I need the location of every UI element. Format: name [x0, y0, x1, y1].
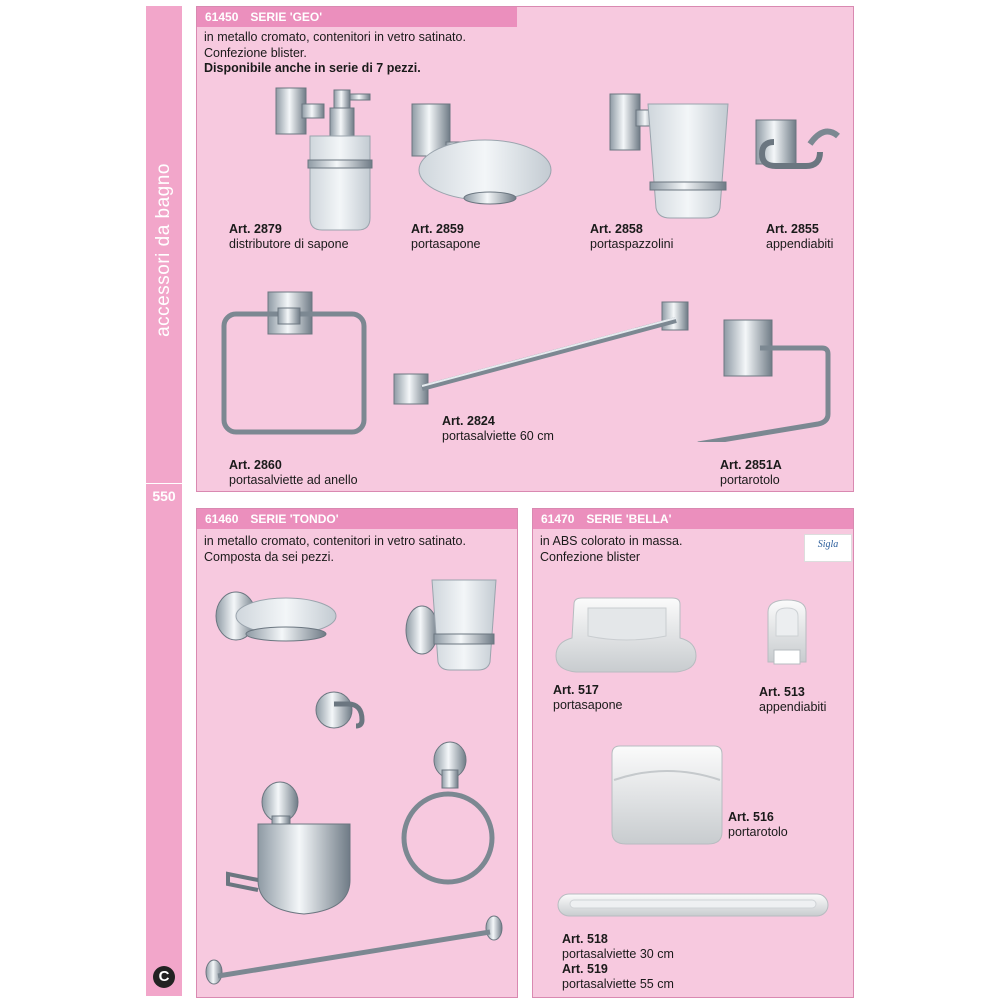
toilet-roll-holder-illustration — [697, 319, 831, 442]
desc-line: Confezione blister — [540, 549, 641, 564]
sidebar-strip — [146, 6, 182, 996]
brand-c-icon: C — [153, 966, 175, 988]
sigla-logo: Sigla — [804, 534, 852, 562]
series-code: 61470 — [541, 512, 575, 526]
panel-geo: 61450 SERIE 'GEO' — [196, 6, 854, 492]
bella-soap-dish-illustration — [555, 597, 697, 673]
towel-bar-illustration — [393, 301, 689, 405]
series-name: SERIE 'GEO' — [250, 10, 323, 24]
panel-header-bella: 61470 SERIE 'BELLA' — [533, 509, 853, 529]
geo-description: in metallo cromato, contenitori in vetro… — [204, 30, 466, 77]
tondo-description: in metallo cromato, contenitori in vetro… — [204, 534, 466, 565]
desc-line: Confezione blister. — [204, 45, 307, 60]
series-code: 61460 — [205, 512, 239, 526]
bella-robe-hook-illustration — [767, 599, 807, 665]
toothbrush-holder-illustration — [609, 93, 729, 219]
round-soap-dish-illustration — [215, 591, 337, 642]
round-towel-ring-illustration — [401, 741, 495, 885]
round-hook-illustration — [315, 691, 365, 729]
series-code: 61450 — [205, 10, 239, 24]
bella-towel-bar-illustration — [557, 893, 829, 917]
round-towel-bar-illustration — [205, 915, 503, 985]
desc-line: in ABS colorato in massa. — [540, 534, 683, 548]
panel-header-tondo: 61460 SERIE 'TONDO' — [197, 509, 517, 529]
round-tumbler-holder-illustration — [405, 579, 497, 671]
panel-header-geo: 61450 SERIE 'GEO' — [197, 7, 517, 27]
desc-line-bold: Disponibile anche in serie di 7 pezzi. — [204, 61, 421, 75]
desc-line: Composta da sei pezzi. — [204, 549, 334, 564]
page-number: 550 — [152, 488, 176, 504]
soap-dispenser-illustration — [275, 87, 373, 231]
towel-ring-illustration — [221, 291, 367, 435]
section-title: accessori da bagno — [153, 163, 174, 337]
sidebar-divider — [146, 483, 182, 484]
bella-description: in ABS colorato in massa. Confezione bli… — [540, 534, 682, 565]
series-name: SERIE 'BELLA' — [586, 512, 672, 526]
round-toilet-roll-holder-illustration — [226, 781, 351, 915]
robe-hook-illustration — [755, 119, 840, 169]
desc-line: in metallo cromato, contenitori in vetro… — [204, 534, 466, 548]
desc-line: in metallo cromato, contenitori in vetro… — [204, 30, 466, 44]
soap-dish-illustration — [411, 103, 552, 205]
series-name: SERIE 'TONDO' — [250, 512, 339, 526]
bella-toilet-roll-holder-illustration — [611, 745, 723, 845]
